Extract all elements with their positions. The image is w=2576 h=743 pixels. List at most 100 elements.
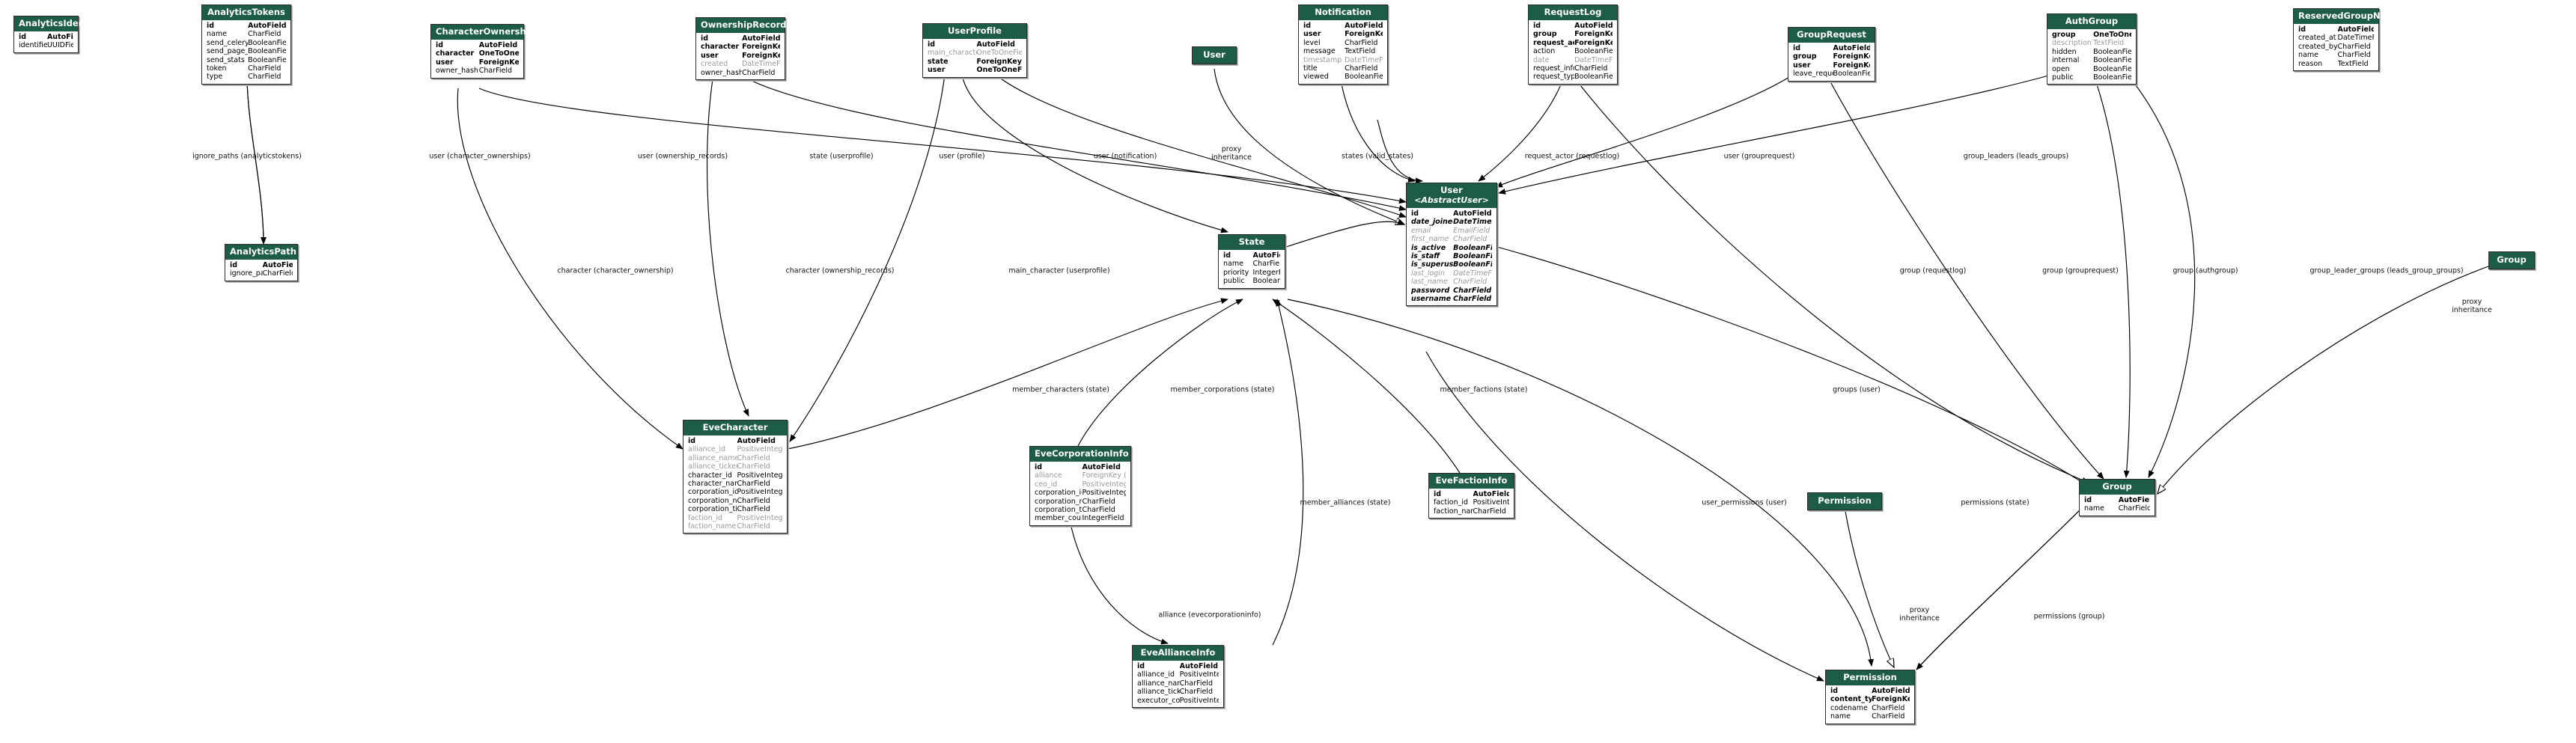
field-type: CharField	[1473, 507, 1506, 516]
edge-label: member_characters (state)	[1012, 385, 1109, 394]
entity-userprofile[interactable]: UserProfileidAutoFieldmain_characterOneT…	[922, 23, 1027, 78]
edge-label: group (requestlog)	[1899, 266, 1967, 275]
field-row: userOneToOneField (id)	[923, 66, 1026, 74]
field-row: faction_idPositiveIntegerField	[683, 514, 787, 522]
entity-title-analyticstokens: AnalyticsTokens	[202, 5, 290, 20]
field-row: send_statsBooleanField	[202, 56, 290, 64]
field-row: groupOneToOneField (id)	[2047, 31, 2136, 39]
entity-title-evealllianceinfo: EveAllianceInfo	[1133, 646, 1223, 661]
field-type: CharField	[1345, 64, 1378, 73]
edge-label: groups (user)	[1833, 385, 1881, 394]
entity-authgroup[interactable]: AuthGroupgroupOneToOneField (id)descript…	[2047, 13, 2137, 85]
field-type: AutoField	[1872, 687, 1910, 695]
edge-label: permissions (state)	[1961, 498, 2030, 507]
field-name: id	[2298, 25, 2306, 34]
edge-label: state (userprofile)	[809, 152, 874, 161]
field-row: timestampDateTimeField	[1299, 56, 1387, 64]
field-type: AutoField	[742, 34, 780, 43]
entity-title-grouprequest: GroupRequest	[1788, 28, 1875, 43]
field-name: user	[1303, 30, 1321, 39]
entity-group_plain[interactable]: Group	[2488, 251, 2535, 269]
field-type: PositiveIntegerField	[1082, 489, 1126, 498]
field-row: userForeignKey (id)	[431, 58, 523, 67]
field-name: id	[1035, 463, 1043, 471]
field-name: group	[1533, 30, 1557, 39]
field-row: priorityIntegerField	[1219, 269, 1285, 277]
entity-analyticspath[interactable]: AnalyticsPathidAutoFieldignore_pathCharF…	[225, 244, 298, 281]
field-row: content_typeForeignKey (id)	[1826, 695, 1914, 703]
field-name: is_active	[1411, 243, 1446, 252]
field-type: BooleanField	[2093, 73, 2131, 82]
field-name: send_page_views	[207, 47, 248, 56]
field-name: name	[1830, 712, 1851, 721]
field-name: id	[207, 22, 215, 30]
entity-title-reservedgroupname: ReservedGroupName	[2294, 9, 2401, 24]
entity-title-notification: Notification	[1299, 5, 1387, 20]
field-name: is_superuser	[1411, 260, 1454, 269]
edge-label: group_leader_groups (leads_group_groups)	[2309, 266, 2464, 275]
field-row: hiddenBooleanField	[2047, 48, 2136, 56]
entity-analyticsidentifier[interactable]: AnalyticsIdentifieridAutoFieldidentifier…	[13, 16, 108, 53]
field-name: corporation_name	[1035, 497, 1083, 506]
edge-label: user_permissions (user)	[1702, 498, 1787, 507]
field-name: ceo_id	[1035, 480, 1058, 489]
field-type: CharField	[1179, 688, 1213, 697]
field-row: viewedBooleanField	[1299, 73, 1387, 81]
edge-label: ignore_paths (analyticstokens)	[192, 152, 302, 161]
field-name: executor_corp_id	[1137, 696, 1180, 705]
field-type: BooleanField	[1252, 277, 1280, 286]
field-type: IntegerField	[1252, 268, 1280, 277]
edge-label: proxy inheritance	[1211, 145, 1252, 162]
entity-notification[interactable]: NotificationidAutoFielduserForeignKey (i…	[1298, 4, 1388, 85]
entity-title-group: Group	[2080, 480, 2155, 495]
edge-label: member_factions (state)	[1440, 385, 1528, 394]
field-row: faction_idPositiveIntegerField	[1429, 498, 1514, 507]
field-type: AutoField	[2337, 25, 2374, 34]
field-name: content_type	[1830, 695, 1872, 704]
field-type: BooleanField	[248, 38, 286, 47]
entity-grouprequest[interactable]: GroupRequestidAutoFieldgroupForeignKey (…	[1788, 27, 1875, 82]
field-name: corporation_name	[688, 496, 737, 505]
entity-title-analyticsidentifier: AnalyticsIdentifier	[14, 16, 108, 31]
field-name: last_login	[1411, 269, 1446, 278]
field-row: send_page_viewsBooleanField	[202, 47, 290, 55]
field-type: CharField	[742, 68, 776, 77]
entity-requestlog[interactable]: RequestLogidAutoFieldgroupForeignKey (id…	[1528, 4, 1618, 85]
edge-label: group_leaders (leads_groups)	[1963, 152, 2069, 161]
entity-fields-state: idAutoFieldnameCharFieldpriorityIntegerF…	[1219, 250, 1285, 288]
edge-label: permissions (group)	[2033, 612, 2105, 621]
field-type: ForeignKey (id)	[976, 57, 1022, 66]
entity-fields-analyticstokens: idAutoFieldnameCharFieldsend_celery_task…	[202, 20, 290, 84]
entity-permission[interactable]: PermissionidAutoFieldcontent_typeForeign…	[1825, 670, 1915, 724]
field-row: request_actorForeignKey (id)	[1529, 39, 1617, 47]
entity-group[interactable]: GroupidAutoFieldnameCharField	[2079, 479, 2155, 516]
entity-permission_plain[interactable]: Permission	[1807, 492, 1882, 510]
field-name: character	[436, 49, 475, 58]
field-row: alliance_idPositiveIntegerField	[1133, 670, 1223, 679]
entity-state[interactable]: StateidAutoFieldnameCharFieldpriorityInt…	[1218, 234, 1285, 289]
entity-user_plain[interactable]: User	[1192, 46, 1237, 64]
field-name: id	[1533, 22, 1541, 30]
field-row: last_loginDateTimeField	[1407, 269, 1496, 278]
field-name: leave_request	[1793, 70, 1833, 79]
field-name: id	[2084, 496, 2092, 504]
